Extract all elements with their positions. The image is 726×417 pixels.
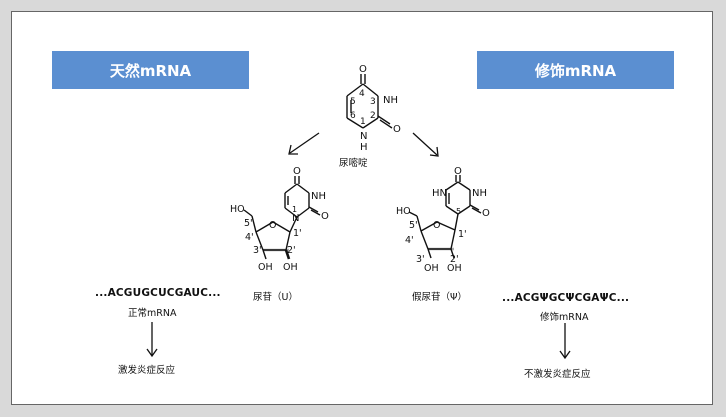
uracil-caption: 尿嘧啶 [339, 158, 368, 169]
uridine-3prime: 3' [253, 245, 262, 256]
natural-result: 激发炎症反应 [118, 365, 176, 376]
pseudo-nh-right-label: NH [472, 188, 487, 199]
uridine-pos1: 1 [292, 205, 297, 214]
uridine-caption: 尿苷（U） [253, 292, 298, 303]
natural-sequence-label: 正常mRNA [128, 308, 177, 319]
uridine-5prime: 5' [244, 218, 253, 229]
uridine-1prime: 1' [293, 228, 302, 239]
uridine-ho-label: HO [230, 204, 245, 215]
pseudo-oh3-label: OH [424, 263, 439, 274]
uracil-o2-label: O [393, 124, 401, 135]
uridine-n-label: N [292, 213, 299, 224]
uracil-pos6: 6 [350, 111, 356, 121]
uridine-nh-label: NH [311, 191, 326, 202]
pseudo-o-top-label: O [454, 166, 462, 177]
uridine-4prime: 4' [245, 232, 254, 243]
arrow-down-left [146, 322, 158, 358]
arrow-down-right [559, 323, 571, 360]
uracil-pos3: 3 [370, 97, 376, 107]
uracil-n1-label: N [360, 131, 367, 142]
pseudo-o-right-label: O [482, 208, 490, 219]
uracil-o4-label: O [359, 64, 367, 75]
uracil-pos5: 5 [350, 97, 356, 107]
pseudo-1prime: 1' [458, 229, 467, 240]
uridine-oh2-label: OH [283, 262, 298, 273]
uridine-2prime: 2' [287, 245, 296, 256]
pseudo-2prime: 2' [450, 254, 459, 265]
pseudouridine-structure [408, 175, 482, 259]
modified-sequence-label: 修饰mRNA [540, 312, 589, 323]
arrow-to-pseudouridine [412, 132, 439, 157]
natural-sequence: ...ACGUGCUCGAUC... [95, 287, 221, 299]
uridine-o2-label: O [321, 211, 329, 222]
uridine-ring-o-label: O [269, 220, 276, 231]
uracil-nh-label: NH [383, 95, 398, 106]
uridine-o4-label: O [293, 166, 301, 177]
pseudouridine-caption: 假尿苷（Ψ） [412, 292, 467, 303]
pseudo-4prime: 4' [405, 235, 414, 246]
uracil-pos4: 4 [359, 89, 365, 99]
pseudo-oh2-label: OH [447, 263, 462, 274]
uracil-h-label: H [360, 142, 368, 153]
uracil-pos2: 2 [370, 111, 376, 121]
modified-result: 不激发炎症反应 [524, 369, 591, 380]
pseudo-3prime: 3' [416, 254, 425, 265]
arrow-to-uridine [288, 132, 320, 155]
modified-mrna-banner: 修饰mRNA [477, 51, 674, 89]
uracil-pos1: 1 [360, 117, 366, 127]
pseudo-pos5: 5 [456, 207, 461, 216]
modified-sequence: ...ACGΨGCΨCGAΨC... [502, 292, 630, 304]
pseudo-ring-o-label: O [433, 220, 440, 231]
uridine-oh3-label: OH [258, 262, 273, 273]
uridine-structure [243, 176, 321, 260]
pseudo-hn-left-label: HN [432, 188, 447, 199]
pseudo-5prime: 5' [409, 220, 418, 231]
natural-mrna-banner: 天然mRNA [52, 51, 249, 89]
pseudo-ho-label: HO [396, 206, 411, 217]
